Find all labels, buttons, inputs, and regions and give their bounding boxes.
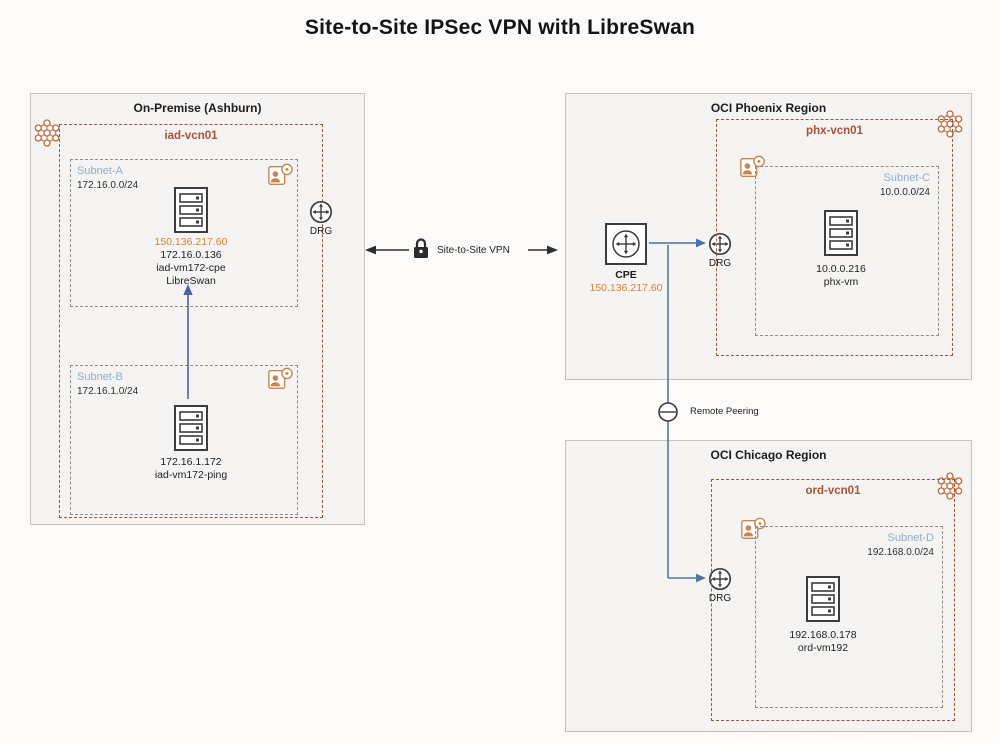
cpe-vm-hostname: iad-vm172-cpe bbox=[156, 262, 226, 274]
network-cluster-icon bbox=[935, 109, 965, 139]
subnet-b-label: Subnet-B bbox=[77, 371, 123, 383]
drg-icon bbox=[308, 200, 334, 229]
subnet-b-cidr: 172.16.1.0/24 bbox=[77, 386, 139, 397]
ord-vcn-box: ord-vcn01 Subnet-D 192.168.0.0/24 bbox=[711, 479, 955, 721]
server-icon bbox=[169, 186, 213, 234]
chicago-drg: DRG bbox=[694, 566, 746, 605]
ord-vm-private-ip: 192.168.0.178 bbox=[789, 629, 857, 641]
phx-vm-text: 10.0.0.216 phx-vm bbox=[766, 263, 916, 289]
ping-vm-hostname: iad-vm172-ping bbox=[154, 469, 228, 481]
vpn-lock-icon bbox=[411, 237, 431, 260]
cpe-vm-text: 150.136.217.60 172.16.0.136 iad-vm172-cp… bbox=[96, 236, 286, 288]
ping-vm-private-ip: 172.16.1.172 bbox=[160, 456, 222, 468]
cpe-vm-software: LibreSwan bbox=[166, 275, 216, 287]
network-cluster-icon bbox=[935, 471, 965, 501]
iad-vcn-box: iad-vcn01 Subnet-A 172.16.0.0/24 bbox=[59, 124, 323, 518]
phoenix-drg-label: DRG bbox=[708, 258, 732, 269]
subnet-d-cidr: 192.168.0.0/24 bbox=[867, 547, 934, 558]
phoenix-region-box: OCI Phoenix Region bbox=[565, 93, 972, 380]
server-icon bbox=[819, 209, 863, 257]
chicago-drg-label: DRG bbox=[708, 593, 732, 604]
cpe-public-ip: 150.136.217.60 bbox=[589, 282, 663, 294]
ord-vm-text: 192.168.0.178 ord-vm192 bbox=[758, 629, 888, 655]
phx-vcn-box: phx-vcn01 Subnet-C 10.0.0.0/24 bbox=[716, 119, 953, 356]
phoenix-drg: DRG bbox=[694, 231, 746, 270]
onprem-drg-label: DRG bbox=[309, 226, 333, 237]
subnet-c-cidr: 10.0.0.0/24 bbox=[879, 187, 930, 198]
cpe-vm-public-ip: 150.136.217.60 bbox=[154, 236, 228, 248]
diagram-title: Site-to-Site IPSec VPN with LibreSwan bbox=[304, 16, 696, 39]
subnet-c-box: Subnet-C 10.0.0.0/24 10.0.0.216 bbox=[755, 166, 939, 336]
security-list-icon bbox=[740, 516, 766, 542]
phx-vm-hostname: phx-vm bbox=[823, 276, 859, 288]
subnet-a-box: Subnet-A 172.16.0.0/24 bbox=[70, 159, 298, 307]
onprem-drg: DRG bbox=[295, 199, 347, 238]
remote-peering-label: Remote Peering bbox=[690, 406, 759, 417]
subnet-b-box: Subnet-B 172.16.1.0/24 bbox=[70, 365, 298, 515]
phx-vcn-label: phx-vcn01 bbox=[806, 125, 863, 137]
server-icon bbox=[801, 575, 845, 623]
subnet-a-label: Subnet-A bbox=[77, 165, 123, 177]
security-list-icon bbox=[739, 154, 765, 180]
cpe-icon bbox=[604, 223, 648, 270]
drg-icon bbox=[707, 567, 733, 596]
server-icon bbox=[169, 404, 213, 452]
ord-vcn-label: ord-vcn01 bbox=[805, 485, 861, 497]
chicago-region-box: OCI Chicago Region bbox=[565, 440, 972, 732]
phx-vm-private-ip: 10.0.0.216 bbox=[816, 263, 866, 275]
security-list-icon bbox=[267, 162, 293, 188]
ping-vm-text: 172.16.1.172 iad-vm172-ping bbox=[96, 456, 286, 482]
subnet-d-label: Subnet-D bbox=[887, 532, 934, 544]
subnet-c-label: Subnet-C bbox=[883, 172, 930, 184]
chicago-region-title: OCI Chicago Region bbox=[710, 448, 827, 462]
subnet-d-box: Subnet-D 192.168.0.0/24 192.168.0.178 bbox=[755, 526, 943, 708]
vpn-link-label: Site-to-Site VPN bbox=[437, 245, 510, 256]
cpe-label: CPE bbox=[615, 269, 637, 281]
cpe-vm-private-ip: 172.16.0.136 bbox=[160, 249, 222, 261]
phoenix-region-title: OCI Phoenix Region bbox=[710, 101, 827, 115]
security-list-icon bbox=[267, 366, 293, 392]
iad-vcn-label: iad-vcn01 bbox=[164, 130, 218, 142]
ord-vm-hostname: ord-vm192 bbox=[797, 642, 849, 654]
onprem-region-title: On-Premise (Ashburn) bbox=[133, 101, 262, 115]
cpe-node: CPE 150.136.217.60 bbox=[581, 222, 671, 295]
drg-icon bbox=[707, 232, 733, 261]
subnet-a-cidr: 172.16.0.0/24 bbox=[77, 180, 139, 191]
onprem-region-box: On-Premise (Ashburn) iad-vcn01 Subnet-A … bbox=[30, 93, 365, 525]
network-cluster-icon bbox=[32, 118, 62, 148]
